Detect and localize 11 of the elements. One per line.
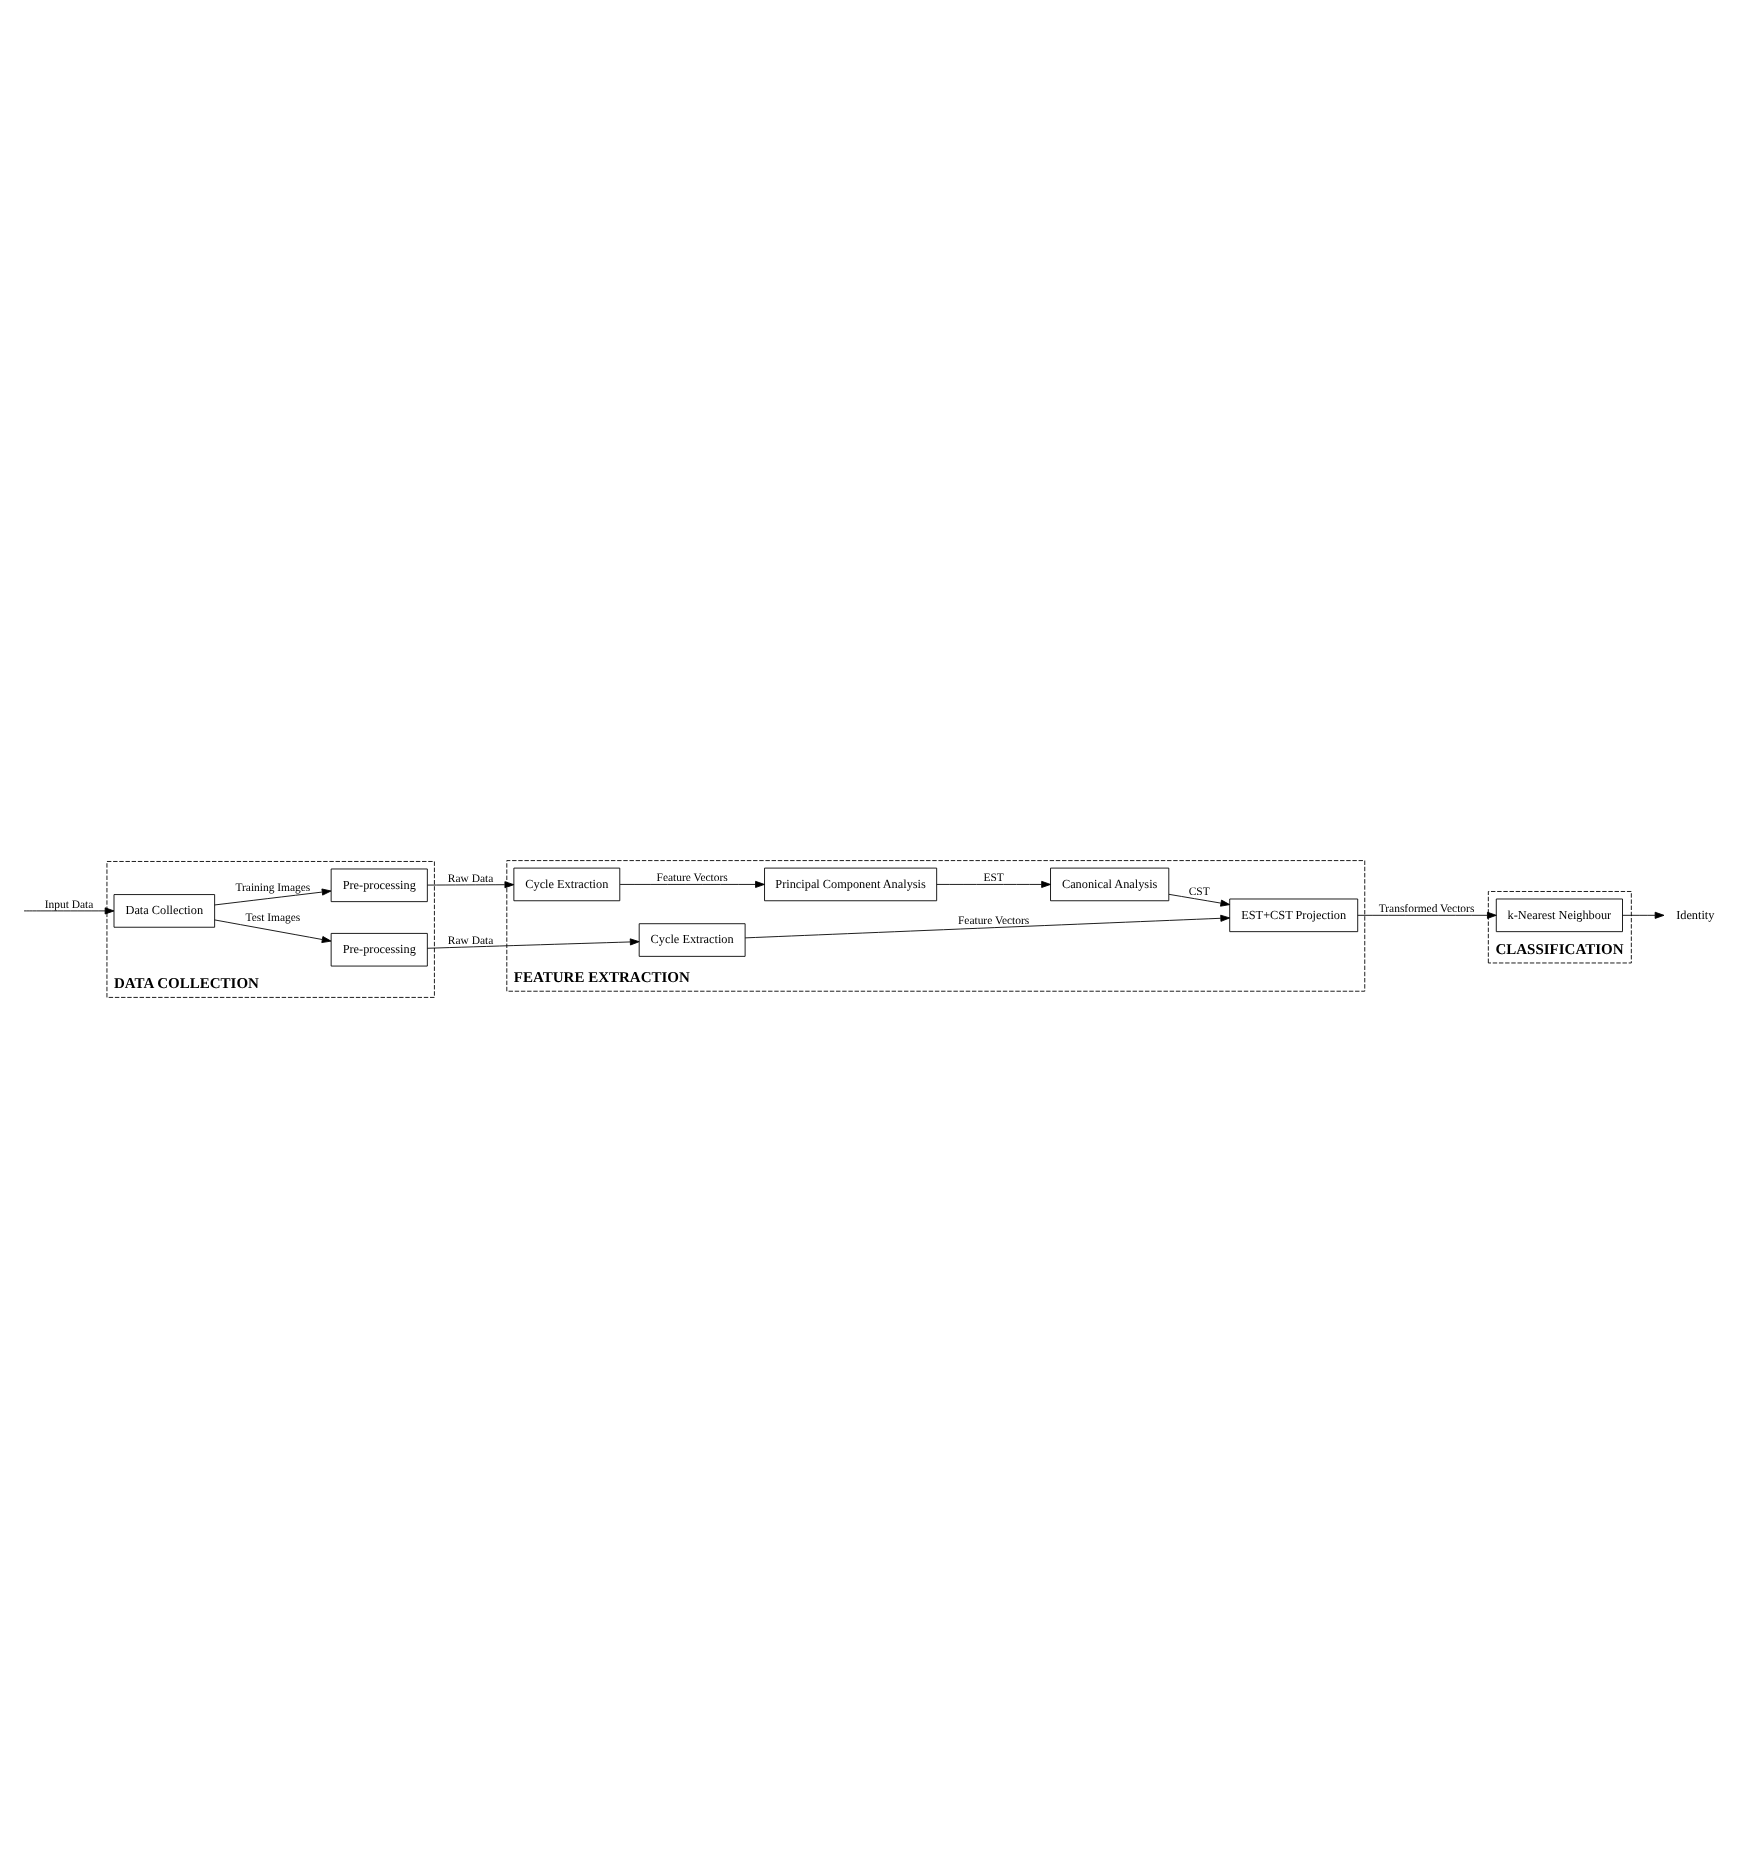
- arrow: [427, 881, 515, 889]
- arrow: [936, 880, 1051, 888]
- arrow: [214, 888, 332, 906]
- arrow: [1168, 893, 1231, 907]
- arrow: [619, 880, 765, 888]
- arrow: [426, 938, 640, 949]
- arrow: [744, 914, 1231, 939]
- arrow: [214, 919, 332, 944]
- arrow: [1622, 911, 1665, 919]
- arrow: [23, 907, 115, 915]
- arrow: [1357, 911, 1497, 919]
